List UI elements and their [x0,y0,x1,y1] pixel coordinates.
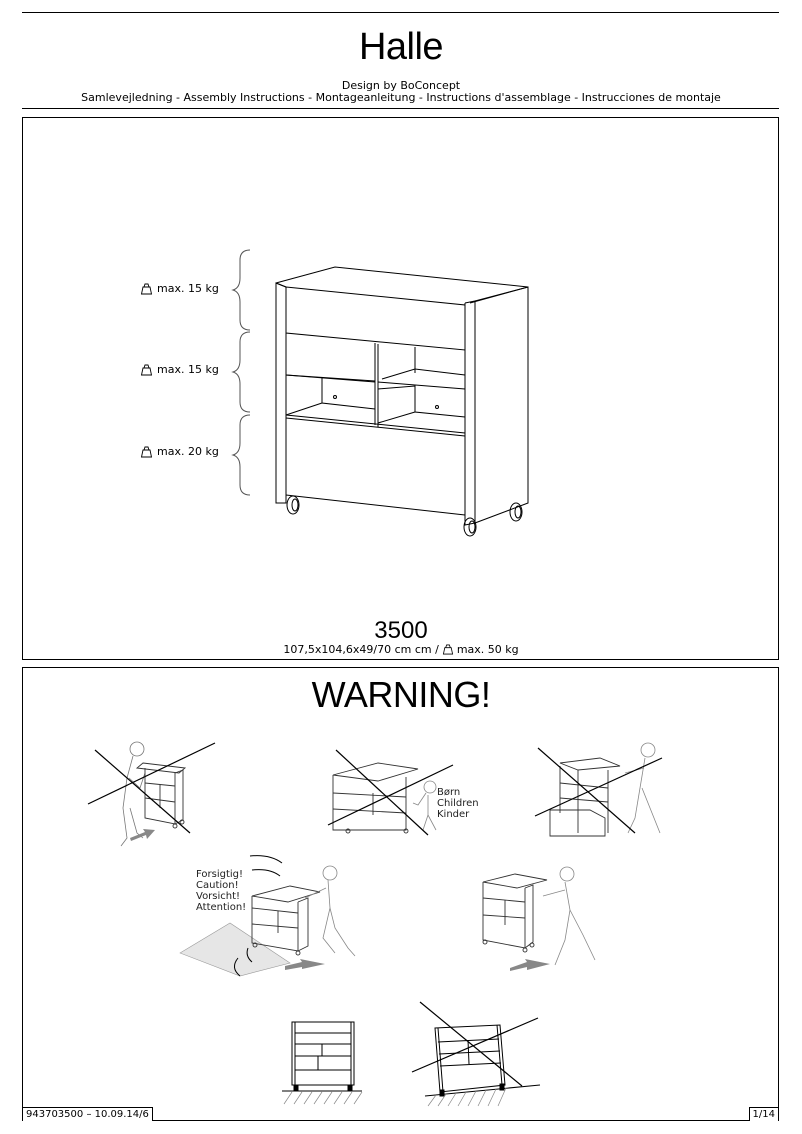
weight-icon [442,644,453,655]
caution-label-de: Vorsicht! [196,891,241,902]
total-load: max. 50 kg [456,643,519,656]
warning-illustration-tilted-crossed [411,1001,541,1107]
caution-label: Forsigtig! Caution! Vorsicht! Attention! [196,869,246,913]
warning-illustration-children-crossed [327,749,454,836]
product-panel [22,117,779,660]
document-code: 943703500 – 10.09.14/6 [22,1107,153,1121]
brace-top [231,249,251,331]
children-label-en: Children [437,798,479,809]
load-limit-middle: max. 15 kg [140,363,219,376]
weight-icon [140,364,153,375]
warning-panel [22,667,779,1121]
load-limit-label: max. 20 kg [157,445,219,458]
warning-illustration-drawer-open-crossed [534,742,663,837]
dimensions: 107,5x104,6x49/70 cm cm / [283,643,439,656]
caution-label-da: Forsigtig! [196,869,244,880]
model-number: 3500 [374,617,428,644]
brace-bottom [231,414,251,496]
warning-illustration-level-floor [282,1021,363,1105]
page-number: 1/14 [748,1107,779,1121]
weight-icon [140,283,153,294]
warning-heading: WARNING! [311,674,491,715]
load-limit-bottom: max. 20 kg [140,445,219,458]
caution-label-fr: Attention! [196,902,247,913]
load-limit-top: max. 15 kg [140,282,219,295]
warning-illustration-push-side-crossed [87,741,216,847]
warning-illustration-caution-floor [179,855,356,977]
document-title: Halle [358,26,444,68]
children-label-de: Kinder [437,809,470,820]
dimensions-line: 107,5x104,6x49/70 cm cm / max. 50 kg [0,643,802,656]
top-rule [22,12,779,13]
designer-credit: Design by BoConcept [341,79,461,92]
children-label-da: Børn [437,787,461,798]
brace-middle [231,331,251,413]
instruction-languages: Samlevejledning - Assembly Instructions … [81,91,721,104]
header-bottom-rule [22,108,779,109]
cabinet-illustration [275,266,529,537]
children-label: Børn Children Kinder [437,787,479,820]
warning-illustration-correct-push [482,866,596,971]
load-limit-label: max. 15 kg [157,363,219,376]
caution-label-en: Caution! [196,880,239,891]
load-limit-label: max. 15 kg [157,282,219,295]
weight-icon [140,446,153,457]
